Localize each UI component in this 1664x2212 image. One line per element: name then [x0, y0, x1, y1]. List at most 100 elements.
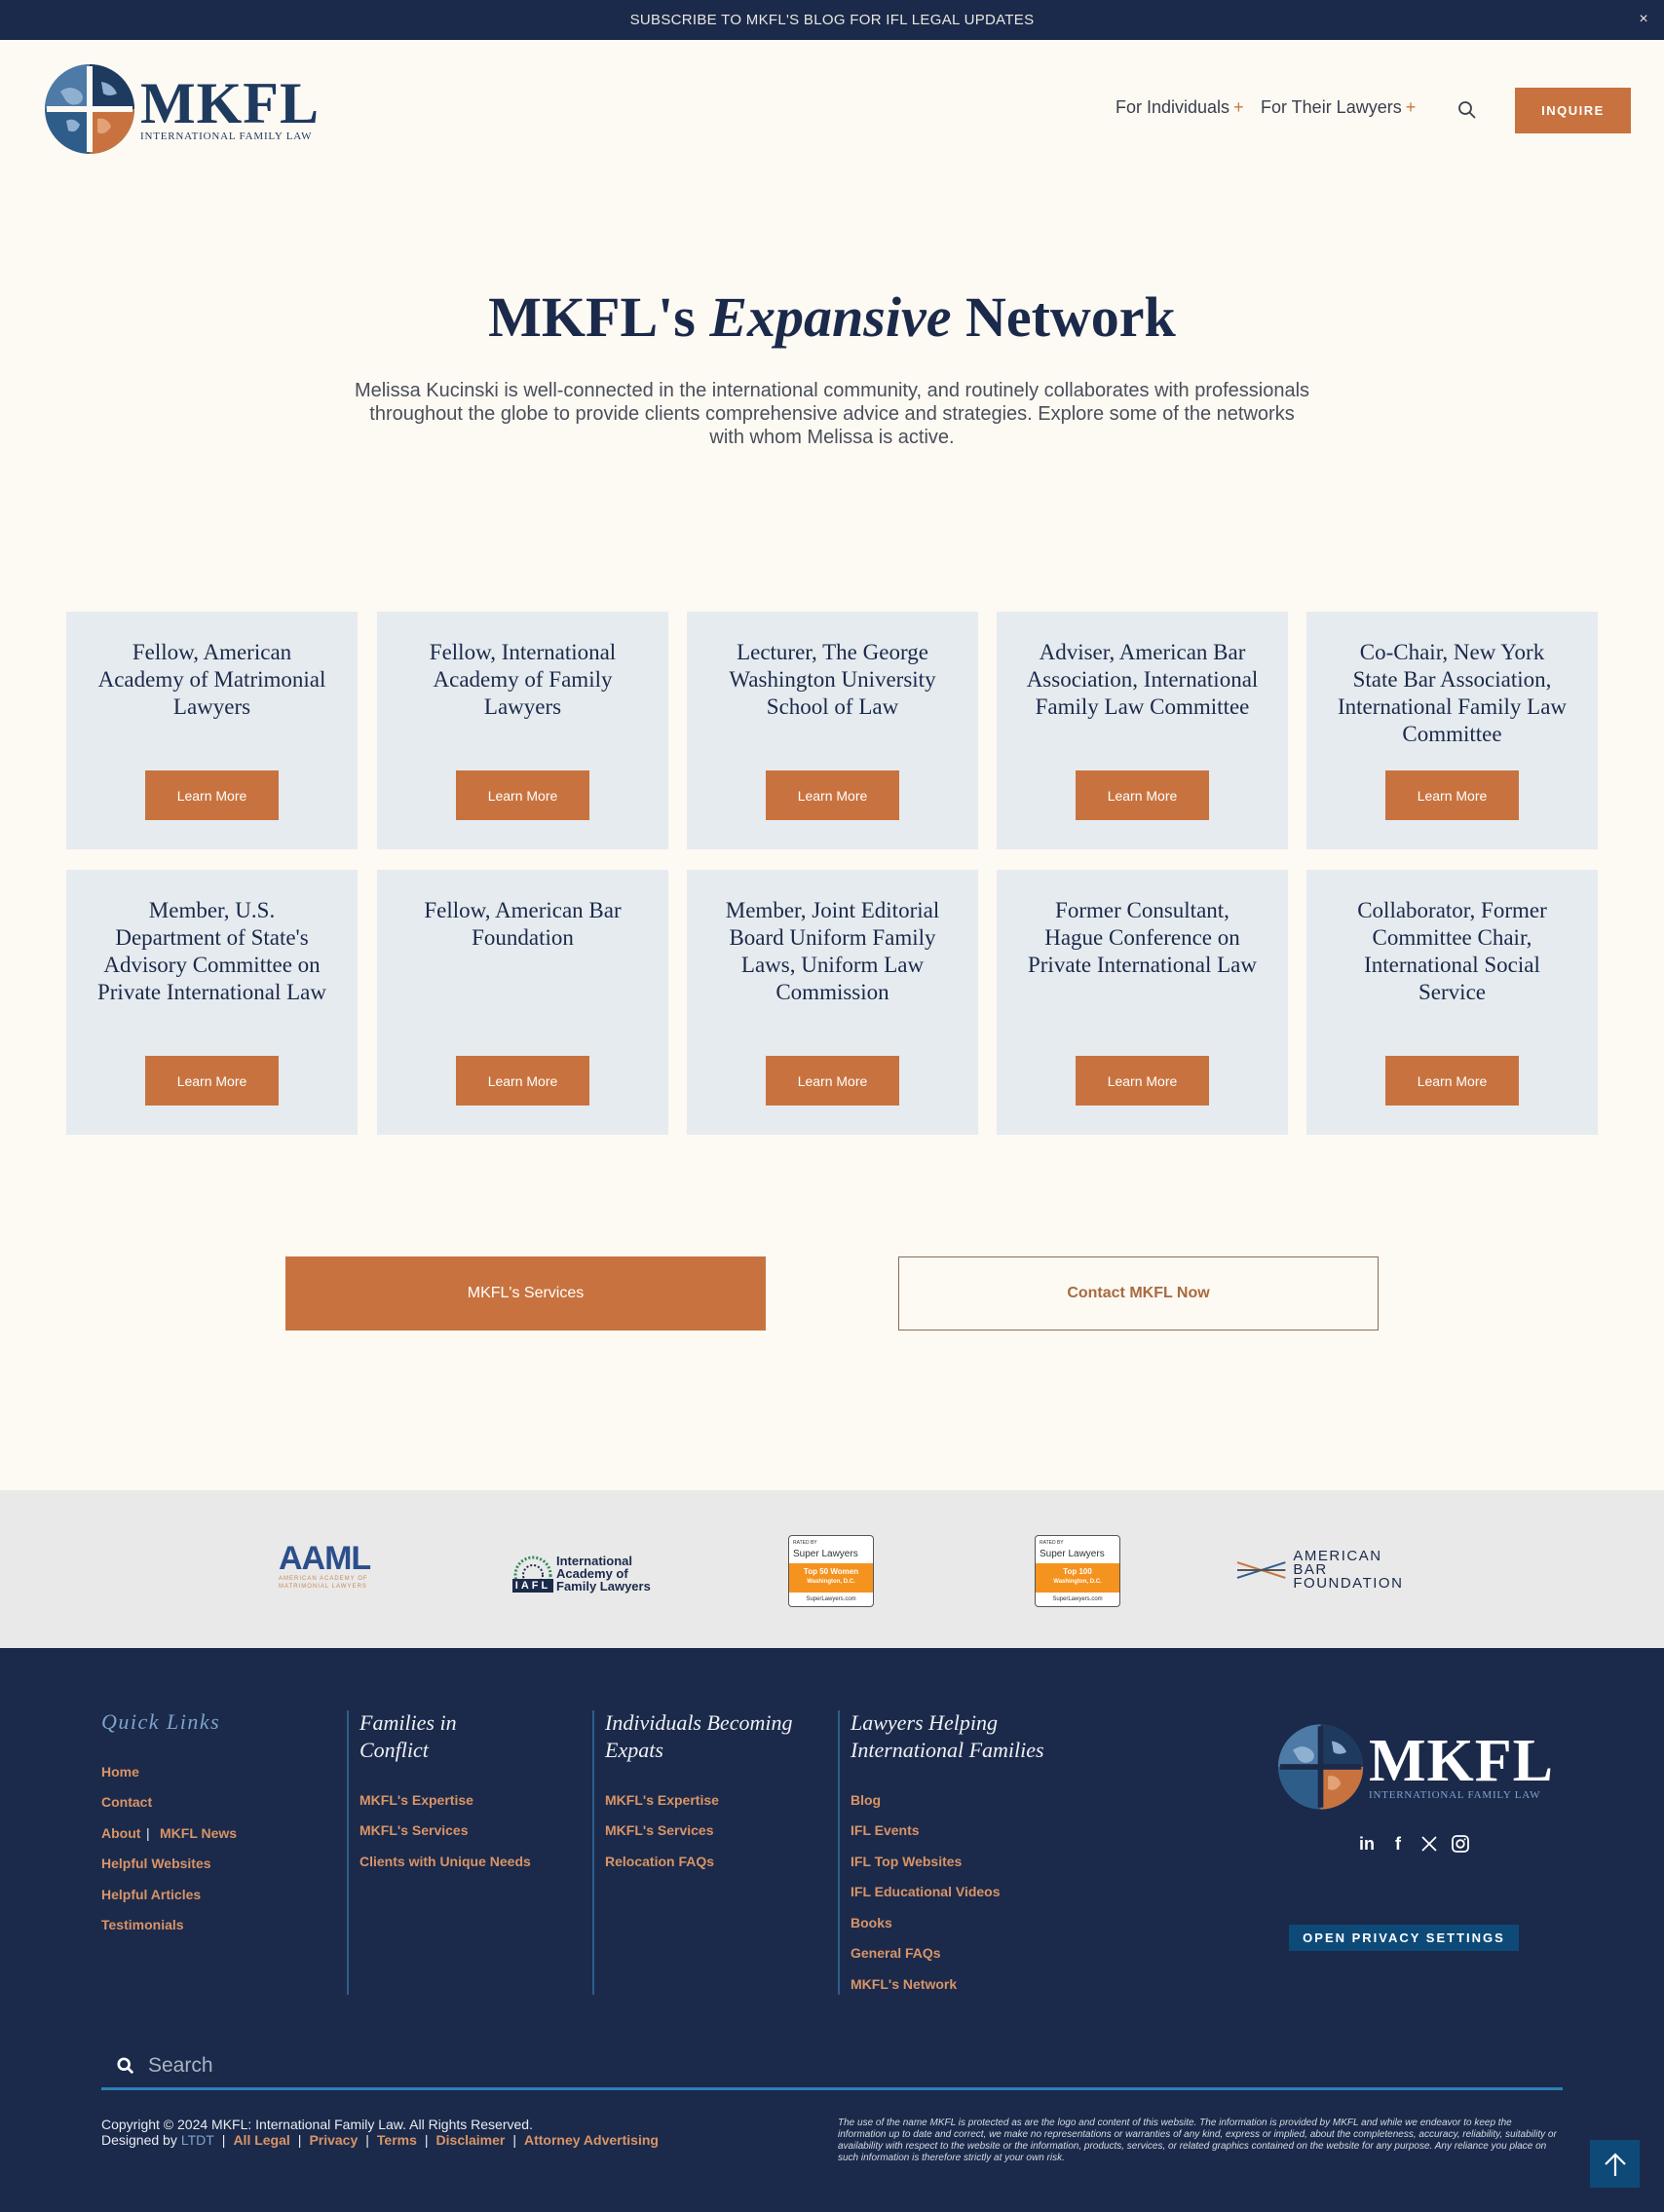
footer-link-ifl-events[interactable]: IFL Events: [851, 1822, 920, 1838]
legal-links: Designed by LTDT | All Legal | Privacy |…: [101, 2132, 659, 2148]
learn-more-button[interactable]: Learn More: [456, 1056, 589, 1106]
learn-more-button[interactable]: Learn More: [145, 1056, 279, 1106]
badge-line: Top 50 Women: [803, 1567, 859, 1576]
learn-more-button[interactable]: Learn More: [145, 770, 279, 820]
page-title: MKFL's Expansive Network: [0, 284, 1664, 350]
learn-more-button[interactable]: Learn More: [1385, 770, 1519, 820]
linkedin-icon[interactable]: in: [1359, 1833, 1375, 1854]
instagram-icon[interactable]: [1451, 1834, 1470, 1854]
x-icon[interactable]: [1419, 1834, 1439, 1854]
card-title: Co-Chair, New York State Bar Association…: [1337, 640, 1568, 746]
contact-button[interactable]: Contact MKFL Now: [898, 1256, 1379, 1331]
footer-logo[interactable]: MKFL INTERNATIONAL FAMILY LAW: [1276, 1716, 1554, 1818]
globe-logo-icon: [45, 64, 134, 154]
facebook-icon[interactable]: f: [1395, 1833, 1401, 1854]
footer-search[interactable]: [101, 2043, 1563, 2090]
badge-line: Washington, D.C.: [807, 1579, 855, 1585]
globe-logo-icon: [1277, 1724, 1364, 1810]
footer-link-mkfl-network[interactable]: MKFL's Network: [851, 1976, 958, 1992]
learn-more-button[interactable]: Learn More: [1076, 770, 1209, 820]
learn-more-button[interactable]: Learn More: [456, 770, 589, 820]
footer-link-expertise[interactable]: MKFL's Expertise: [605, 1792, 719, 1808]
abf-logo[interactable]: AMERICAN BAR FOUNDATION: [1235, 1549, 1420, 1591]
nav-for-individuals[interactable]: For Individuals +: [1116, 97, 1244, 118]
back-to-top-button[interactable]: [1590, 2140, 1640, 2188]
network-card: Member, Joint Editorial Board Uniform Fa…: [687, 870, 978, 1135]
legal-link-terms[interactable]: Terms: [376, 2132, 417, 2148]
iafl-logo[interactable]: IAFL International Academy of Family Law…: [511, 1542, 662, 1593]
aaml-logo[interactable]: AAML AMERICAN ACADEMY OF MATRIMONIAL LAW…: [279, 1542, 397, 1596]
nav-for-their-lawyers[interactable]: For Their Lawyers +: [1261, 97, 1416, 118]
site-logo[interactable]: MKFL INTERNATIONAL FAMILY LAW: [43, 62, 319, 156]
iafl-globe-icon: [513, 1556, 552, 1579]
iafl-name-line: Academy of: [556, 1566, 628, 1581]
learn-more-button[interactable]: Learn More: [766, 1056, 899, 1106]
footer-link-relocation-faqs[interactable]: Relocation FAQs: [605, 1854, 715, 1869]
legal-link-privacy[interactable]: Privacy: [309, 2132, 359, 2148]
footer-link-helpful-websites[interactable]: Helpful Websites: [101, 1856, 211, 1871]
footer-link-services[interactable]: MKFL's Services: [605, 1822, 714, 1838]
plus-icon[interactable]: +: [1405, 97, 1417, 117]
footer-link-books[interactable]: Books: [851, 1915, 892, 1931]
designer-link[interactable]: LTDT: [180, 2132, 214, 2148]
subscribe-banner[interactable]: SUBSCRIBE TO MKFL'S BLOG FOR IFL LEGAL U…: [0, 0, 1664, 40]
privacy-settings-button[interactable]: OPEN PRIVACY SETTINGS: [1289, 1925, 1519, 1951]
footer-link-contact[interactable]: Contact: [101, 1794, 153, 1810]
footer-link-expertise[interactable]: MKFL's Expertise: [359, 1792, 473, 1808]
network-card: Member, U.S. Department of State's Advis…: [66, 870, 358, 1135]
services-button[interactable]: MKFL's Services: [285, 1256, 766, 1331]
footer-search-input[interactable]: [148, 2053, 1512, 2078]
network-card: Fellow, International Academy of Family …: [377, 612, 668, 849]
expats-heading-line: Individuals Becoming: [605, 1710, 793, 1735]
nav-for-their-lawyers-label[interactable]: For Their Lawyers: [1261, 97, 1402, 117]
disclaimer-text: The use of the name MKFL is protected as…: [838, 2118, 1557, 2163]
footer-link-blog[interactable]: Blog: [851, 1792, 882, 1808]
learn-more-button[interactable]: Learn More: [766, 770, 899, 820]
footer-column-divider: [592, 1710, 594, 1995]
footer-column-divider: [347, 1710, 349, 1995]
footer-link-services[interactable]: MKFL's Services: [359, 1822, 469, 1838]
abf-line: FOUNDATION: [1293, 1575, 1404, 1592]
network-card: Fellow, American Academy of Matrimonial …: [66, 612, 358, 849]
aaml-logo-text: AAML: [279, 1540, 371, 1577]
subscribe-banner-text[interactable]: SUBSCRIBE TO MKFL'S BLOG FOR IFL LEGAL U…: [629, 12, 1035, 28]
lawyers-heading: Lawyers Helping International Families: [851, 1709, 1044, 1764]
search-icon[interactable]: [1457, 100, 1477, 120]
designed-by-label: Designed by: [101, 2132, 177, 2148]
footer-link-mkfl-news[interactable]: MKFL News: [160, 1825, 238, 1841]
search-icon[interactable]: [117, 2056, 134, 2075]
close-icon[interactable]: ×: [1639, 11, 1648, 27]
footer-link-ifl-top-websites[interactable]: IFL Top Websites: [851, 1854, 963, 1869]
intro-text: Melissa Kucinski is well-connected in th…: [354, 380, 1310, 448]
inquire-button[interactable]: INQUIRE: [1515, 88, 1631, 133]
footer-logo-subtext: INTERNATIONAL FAMILY LAW: [1369, 1789, 1541, 1801]
legal-link-all-legal[interactable]: All Legal: [233, 2132, 290, 2148]
learn-more-button[interactable]: Learn More: [1076, 1056, 1209, 1106]
footer-divider: |: [146, 1825, 150, 1841]
footer-logo-wordmark: MKFL: [1369, 1728, 1554, 1794]
footer-link-general-faqs[interactable]: General FAQs: [851, 1945, 941, 1961]
footer-link-helpful-articles[interactable]: Helpful Articles: [101, 1887, 202, 1902]
badge-line: Top 100: [1063, 1567, 1092, 1576]
card-title: Former Consultant, Hague Conference on P…: [1027, 898, 1258, 977]
legal-link-disclaimer[interactable]: Disclaimer: [435, 2132, 506, 2148]
badge-rated: RATED BY: [793, 1540, 817, 1546]
legal-separator: |: [512, 2132, 516, 2148]
card-title: Collaborator, Former Committee Chair, In…: [1357, 898, 1547, 1004]
footer-link-about[interactable]: About: [101, 1825, 141, 1841]
card-title: Member, U.S. Department of State's Advis…: [96, 898, 327, 1004]
footer-link-unique-needs[interactable]: Clients with Unique Needs: [359, 1854, 531, 1869]
legal-link-attorney-advertising[interactable]: Attorney Advertising: [524, 2132, 659, 2148]
learn-more-button[interactable]: Learn More: [1385, 1056, 1519, 1106]
plus-icon[interactable]: +: [1233, 97, 1244, 117]
iafl-name-line: International: [556, 1554, 633, 1568]
footer-link-ifl-videos[interactable]: IFL Educational Videos: [851, 1884, 1001, 1899]
aaml-logo-subtext: AMERICAN ACADEMY OF MATRIMONIAL LAWYERS: [279, 1576, 368, 1590]
badge-brand: Super Lawyers: [1040, 1549, 1105, 1559]
nav-for-individuals-label[interactable]: For Individuals: [1116, 97, 1230, 117]
footer-link-testimonials[interactable]: Testimonials: [101, 1917, 184, 1932]
iafl-abbr: IAFL: [511, 1579, 554, 1593]
footer-link-home[interactable]: Home: [101, 1764, 139, 1780]
